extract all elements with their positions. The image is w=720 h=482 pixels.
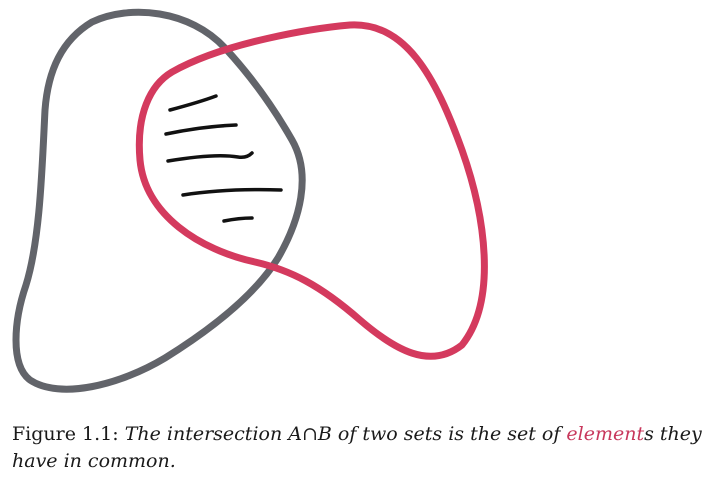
figure-label: Figure 1.1: bbox=[12, 423, 119, 445]
venn-diagram bbox=[12, 8, 488, 393]
caption-text-after: s they have in common. bbox=[12, 423, 702, 472]
hatch-line bbox=[181, 187, 283, 197]
figure-caption: Figure 1.1: The intersection A∩B of two … bbox=[12, 421, 716, 475]
intersection-hatching bbox=[164, 94, 283, 223]
caption-text-before: The intersection bbox=[124, 423, 289, 445]
set-b-outline bbox=[135, 21, 488, 360]
caption-text-middle: of two sets is the set of bbox=[331, 423, 567, 445]
hatch-line bbox=[168, 94, 218, 112]
hatch-line bbox=[166, 151, 254, 163]
hatch-line bbox=[164, 123, 238, 136]
elements-link[interactable]: element bbox=[566, 423, 645, 445]
hatch-line bbox=[222, 216, 254, 223]
intersection-symbol: A∩B bbox=[288, 423, 332, 445]
set-a-outline bbox=[12, 8, 306, 393]
